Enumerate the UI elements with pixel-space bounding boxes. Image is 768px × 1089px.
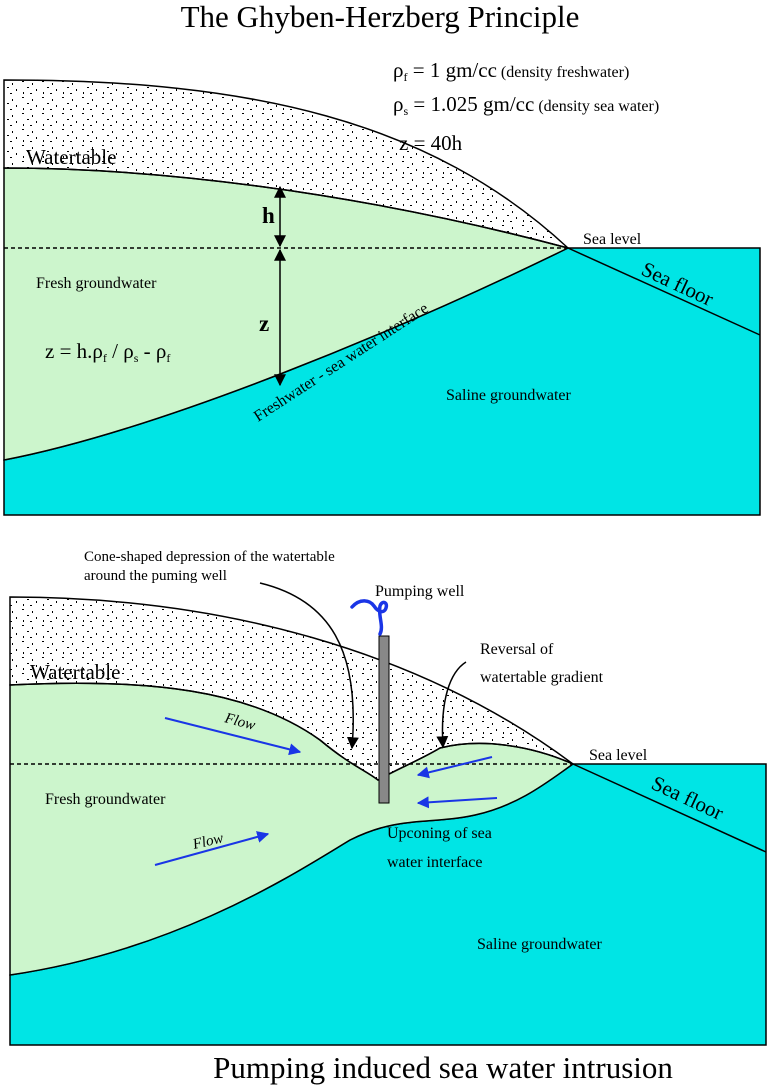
bottom-panel: Cone-shaped depression of the watertable… — [9, 549, 767, 1085]
bottom-watertable-label: Watertable — [30, 660, 120, 684]
cone-label-line2: around the puming well — [84, 568, 227, 584]
bottom-fresh-label: Fresh groundwater — [45, 791, 166, 808]
flow-label-1: Flow — [222, 710, 257, 734]
flow-arrow-1 — [164, 717, 302, 756]
pumping-well — [378, 635, 390, 804]
top-formula: z = h.ρf / ρs - ρf — [45, 339, 170, 365]
top-watertable-label: Watertable — [26, 145, 116, 169]
flow-label-2: Flow — [190, 830, 225, 853]
top-eq-rho-s: ρs = 1.025 gm/cc (density sea water) — [393, 92, 659, 118]
reverse-flow-arrow-2 — [416, 796, 498, 809]
water-spout-icon — [350, 599, 389, 636]
top-z-label: z — [259, 311, 269, 336]
top-h-label: h — [262, 203, 275, 228]
top-fresh-label: Fresh groundwater — [36, 275, 157, 292]
cone-callout-arrow — [259, 582, 359, 750]
top-sea-floor-line — [567, 247, 761, 336]
bottom-title: Pumping induced sea water intrusion — [213, 1050, 673, 1085]
bottom-saline-label: Saline groundwater — [477, 936, 603, 953]
bottom-sea-floor-line — [572, 763, 767, 853]
top-panel: The Ghyben-Herzberg Principle ρf = 1 gm/… — [3, 0, 761, 516]
bottom-unsaturated-zone — [9, 596, 574, 781]
bottom-sea-level-label: Sea level — [589, 747, 648, 764]
top-sea-level-label: Sea level — [583, 231, 642, 248]
top-title: The Ghyben-Herzberg Principle — [181, 0, 580, 34]
top-eq-z: z = 40h — [399, 131, 463, 155]
reversal-callout-arrow — [436, 661, 467, 749]
cone-label-line1: Cone-shaped depression of the watertable — [84, 549, 335, 565]
flow-arrow-2 — [154, 831, 270, 866]
reversal-label-line1: Reversal of — [480, 641, 554, 658]
upconing-label-line2: water interface — [387, 854, 482, 871]
reverse-flow-arrow-1 — [416, 756, 493, 779]
upconing-label-line1: Upconing of sea — [387, 825, 492, 842]
top-saline-label: Saline groundwater — [446, 387, 572, 404]
pumping-well-label: Pumping well — [375, 583, 465, 600]
top-eq-rho-f: ρf = 1 gm/cc (density freshwater) — [393, 58, 629, 84]
reversal-label-line2: watertable gradient — [480, 669, 604, 686]
